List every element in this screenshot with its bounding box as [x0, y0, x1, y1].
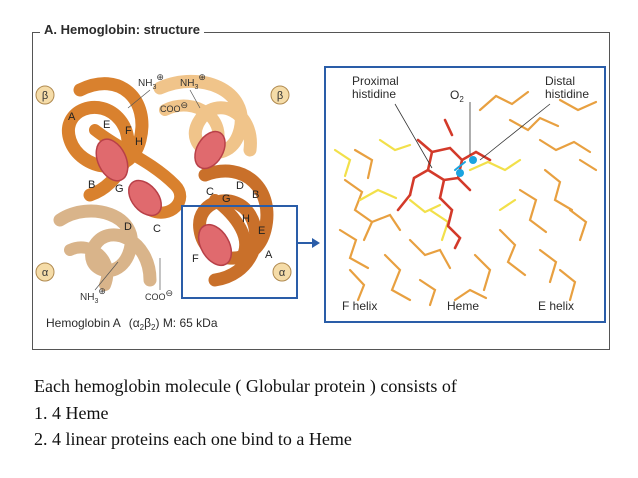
- molecule-caption: Hemoglobin A(α2β2) M: 65 kDa: [46, 316, 218, 332]
- svg-text:β: β: [277, 90, 283, 102]
- coo-terminus-top: COO⊖: [160, 100, 188, 114]
- helix-label: D: [124, 221, 132, 233]
- helix-label: E: [103, 119, 110, 131]
- svg-text:α: α: [42, 267, 49, 279]
- alpha-chain-label-right: α: [272, 262, 292, 282]
- helix-label: H: [242, 213, 250, 225]
- zoom-arrow-head: [312, 238, 320, 248]
- heme-pocket-panel: [324, 66, 606, 323]
- beta-chain-label-left: β: [35, 85, 55, 105]
- hemoglobin-ribbon: [53, 74, 274, 291]
- description-line-3: 2. 4 linear proteins each one bind to a …: [34, 429, 352, 449]
- distal-histidine-label: Distal histidine: [545, 74, 589, 101]
- helix-label: B: [252, 189, 259, 201]
- svg-text:β: β: [42, 90, 48, 102]
- description-line-2: 1. 4 Heme: [34, 403, 109, 423]
- alpha-chain-label-left: α: [35, 262, 55, 282]
- leader-lines: [94, 89, 201, 291]
- f-helix-label: F helix: [342, 299, 377, 313]
- helix-label: A: [265, 249, 273, 261]
- helix-label: H: [135, 136, 143, 148]
- nh3-terminus-bottom: NH3⊕: [80, 286, 106, 305]
- figure-title: A. Hemoglobin: structure: [40, 22, 205, 37]
- helix-label: C: [153, 223, 161, 235]
- helix-label: A: [68, 111, 76, 123]
- helix-label: G: [115, 183, 124, 195]
- helix-label: G: [222, 193, 231, 205]
- heme-label: Heme: [447, 299, 479, 313]
- zoom-box: [181, 205, 298, 299]
- figure-frame: [32, 32, 610, 350]
- helix-label: B: [88, 179, 95, 191]
- description-line-1: Each hemoglobin molecule ( Globular prot…: [34, 376, 457, 396]
- helix-label: D: [236, 180, 244, 192]
- beta-chain-label-right: β: [270, 85, 290, 105]
- coo-terminus-bottom: COO⊖: [145, 288, 173, 302]
- pocket-leader-lines: [394, 102, 551, 169]
- nh3-terminus-top-1: NH3⊕: [138, 72, 164, 91]
- proximal-histidine-label: Proximal histidine: [352, 74, 402, 101]
- nh3-terminus-top-2: NH3⊕: [180, 72, 206, 91]
- heme-pocket-structure: [333, 90, 598, 307]
- e-helix-label: E helix: [538, 299, 574, 313]
- helix-label: C: [206, 186, 214, 198]
- o2-label: O2: [450, 88, 464, 104]
- helix-label: E: [258, 225, 265, 237]
- svg-text:α: α: [279, 267, 286, 279]
- helix-label: F: [192, 253, 199, 265]
- helix-label: F: [125, 125, 132, 137]
